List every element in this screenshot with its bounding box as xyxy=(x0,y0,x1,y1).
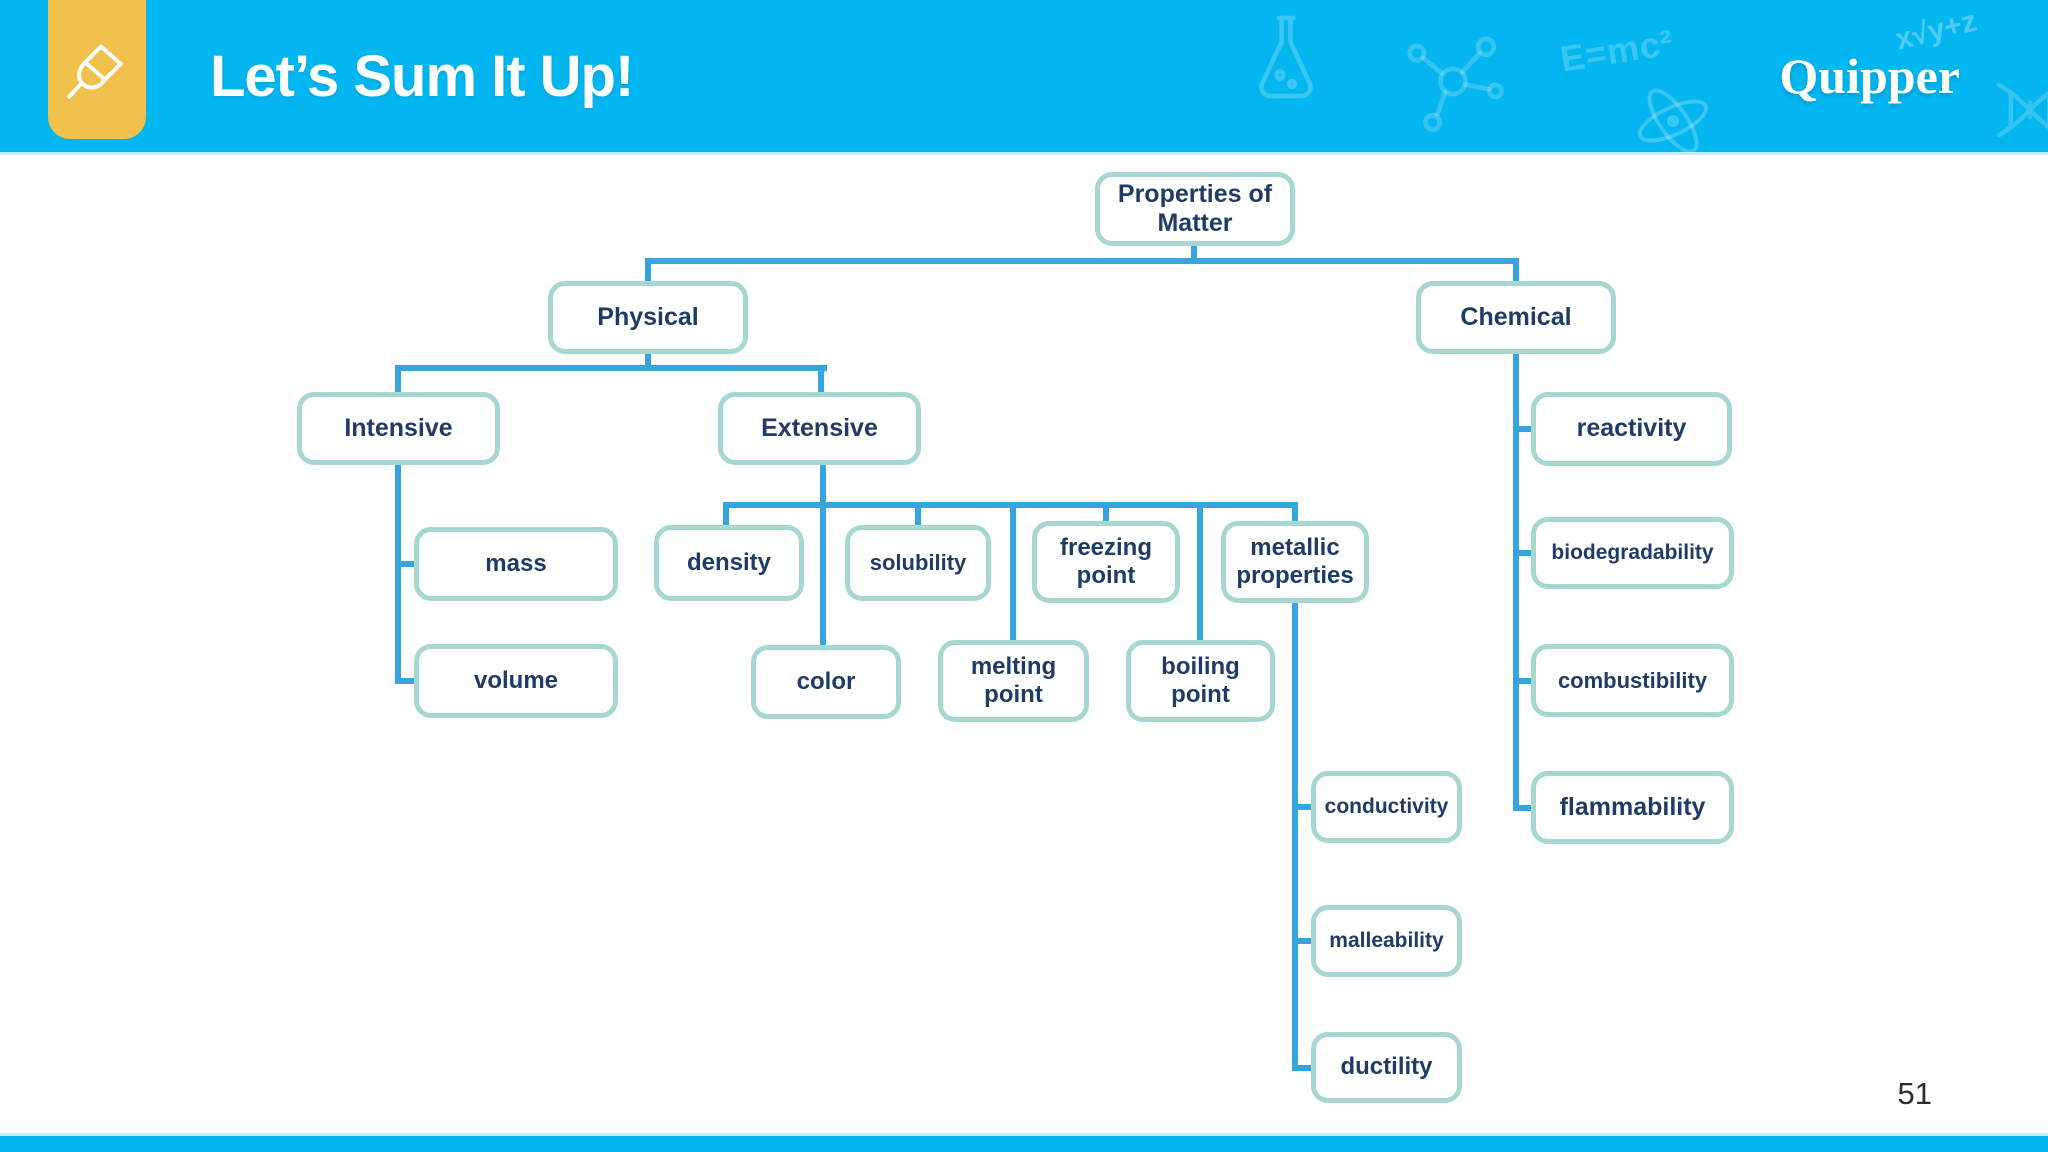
connector xyxy=(1292,804,1314,810)
node-mass: mass xyxy=(414,527,618,601)
node-ductility: ductility xyxy=(1311,1032,1462,1103)
connector xyxy=(1513,258,1519,284)
node-color: color xyxy=(751,645,901,719)
connector xyxy=(1513,550,1535,556)
connector xyxy=(1197,502,1203,642)
node-freezing-point: freezing point xyxy=(1032,521,1180,603)
connector xyxy=(1292,938,1314,944)
node-label: solubility xyxy=(869,550,967,576)
node-chemical: Chemical xyxy=(1416,281,1616,354)
node-label: boiling point xyxy=(1161,652,1240,708)
connector xyxy=(1103,502,1109,523)
footer-bar xyxy=(0,1136,2048,1152)
connector xyxy=(820,463,826,647)
node-boiling-point: boiling point xyxy=(1126,640,1275,722)
emc2-doodle: E=mc² xyxy=(1557,21,1677,80)
pushpin-icon xyxy=(67,44,123,99)
node-label: Chemical xyxy=(1460,302,1572,331)
node-density: density xyxy=(654,525,804,601)
connector xyxy=(1010,502,1016,642)
node-label: melting point xyxy=(970,652,1057,708)
connector xyxy=(1191,242,1197,264)
connector xyxy=(1513,805,1535,811)
dna-doodle-icon xyxy=(1990,70,2048,150)
page-number: 51 xyxy=(1897,1076,1932,1111)
connector xyxy=(723,502,729,527)
connector xyxy=(645,258,1519,264)
connector xyxy=(395,365,827,371)
connector xyxy=(395,365,401,395)
node-physical: Physical xyxy=(548,281,748,354)
bookmark-tab xyxy=(48,0,146,139)
flask-doodle-icon xyxy=(1250,12,1322,102)
header-bar: E=mc² x√y+z Let’s Sum It Up! Quipper xyxy=(0,0,2048,155)
node-volume: volume xyxy=(414,644,618,718)
node-label: Intensive xyxy=(344,413,453,442)
connector xyxy=(1513,678,1535,684)
connector xyxy=(818,365,824,395)
node-label: color xyxy=(796,667,856,695)
node-solubility: solubility xyxy=(845,525,991,601)
node-label: mass xyxy=(485,549,547,577)
node-intensive: Intensive xyxy=(297,392,500,465)
atom-doodle-icon xyxy=(1628,82,1718,160)
footer-accent-line xyxy=(0,1133,2048,1136)
connector xyxy=(395,678,419,684)
node-properties-of-matter: Properties of Matter xyxy=(1095,172,1295,246)
node-label: Physical xyxy=(597,302,699,331)
quipper-logo: Quipper xyxy=(1779,48,1960,104)
connector xyxy=(1513,426,1535,432)
node-label: conductivity xyxy=(1324,794,1449,818)
node-label: malleability xyxy=(1329,928,1444,952)
node-flammability: flammability xyxy=(1531,771,1734,844)
node-extensive: Extensive xyxy=(718,392,921,465)
node-label: combustibility xyxy=(1557,667,1708,693)
node-combustibility: combustibility xyxy=(1531,644,1734,717)
node-label: metallic properties xyxy=(1236,533,1354,589)
node-label: flammability xyxy=(1559,792,1706,821)
node-label: ductility xyxy=(1340,1053,1433,1081)
molecule-doodle-icon xyxy=(1398,28,1508,138)
node-label: Extensive xyxy=(761,413,878,442)
node-label: Properties of Matter xyxy=(1117,179,1273,238)
connector xyxy=(645,351,651,368)
connector xyxy=(1513,351,1519,811)
node-label: freezing point xyxy=(1059,533,1152,589)
connector xyxy=(395,463,401,684)
node-label: biodegradability xyxy=(1551,540,1714,564)
node-biodegradability: biodegradability xyxy=(1531,517,1734,589)
slide-title: Let’s Sum It Up! xyxy=(210,43,634,109)
connector xyxy=(1292,601,1298,1071)
node-label: reactivity xyxy=(1576,414,1687,443)
node-reactivity: reactivity xyxy=(1531,392,1732,466)
node-label: density xyxy=(686,548,772,576)
node-label: volume xyxy=(473,666,559,694)
connector xyxy=(1292,502,1298,523)
connector xyxy=(395,561,419,567)
connector xyxy=(1292,1065,1314,1071)
node-metallic-properties: metallic properties xyxy=(1221,521,1369,603)
node-conductivity: conductivity xyxy=(1311,771,1462,843)
node-melting-point: melting point xyxy=(938,640,1089,722)
node-malleability: malleability xyxy=(1311,905,1462,977)
connector xyxy=(645,258,651,284)
connector xyxy=(915,502,921,527)
